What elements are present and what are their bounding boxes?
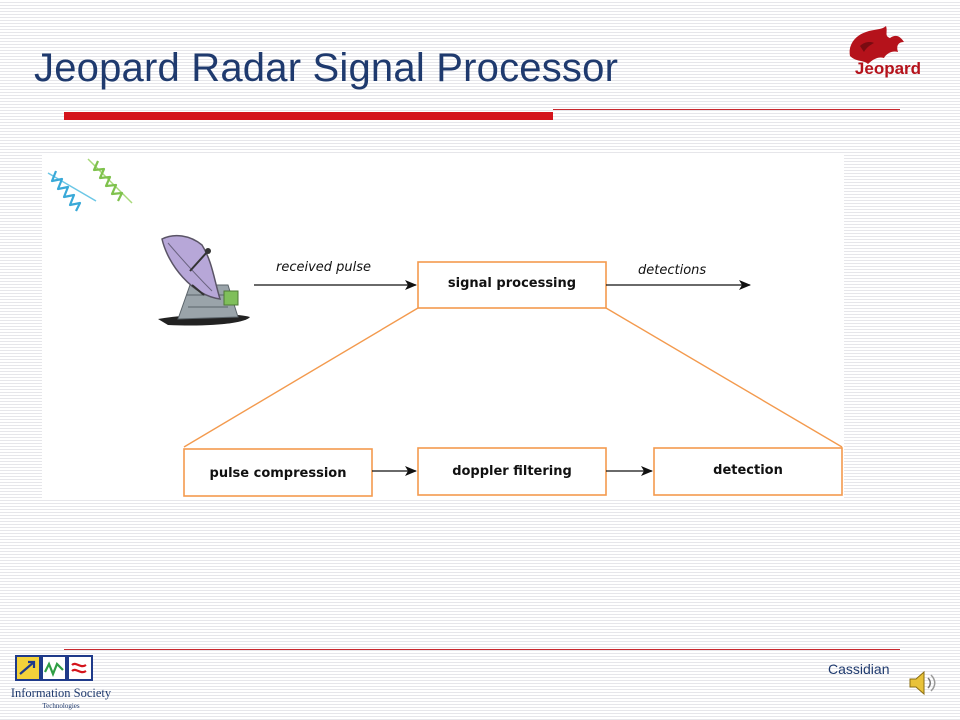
ist-logo-line2: Technologies <box>42 702 79 710</box>
jeopard-logo-text: Jeopard <box>855 59 921 78</box>
title-underline-accent <box>64 112 553 120</box>
detection-label: detection <box>713 463 783 478</box>
title-underline <box>553 109 900 110</box>
signal-wave-blue-icon <box>47 170 97 212</box>
ist-logo-line1: Information Society <box>11 686 112 700</box>
information-society-technologies-logo: Information Society Technologies <box>11 655 112 710</box>
doppler-filtering-label: doppler filtering <box>452 464 572 479</box>
signal-processing-label: signal processing <box>448 276 576 291</box>
footer-company-name: Cassidian <box>828 661 890 677</box>
signal-wave-green-icon <box>87 158 133 204</box>
detection-box <box>653 447 843 496</box>
page-title: Jeopard Radar Signal Processor <box>34 46 619 90</box>
pulse-compression-box <box>183 448 373 497</box>
jeopard-logo: Jeopard <box>849 26 921 78</box>
radar-signal-processing-diagram: received pulse signal processing detecti… <box>42 153 844 499</box>
speaker-icon[interactable] <box>906 668 940 698</box>
expansion-line-left <box>183 307 419 448</box>
jeopard-mascot-icon <box>849 26 904 64</box>
pulse-compression-label: pulse compression <box>210 466 347 481</box>
signal-processing-box <box>417 261 607 309</box>
footer-rule <box>64 649 900 650</box>
expansion-line-right <box>605 307 843 448</box>
detections-label: detections <box>638 263 706 278</box>
radar-dish-icon <box>158 234 250 326</box>
received-pulse-label: received pulse <box>276 260 371 275</box>
